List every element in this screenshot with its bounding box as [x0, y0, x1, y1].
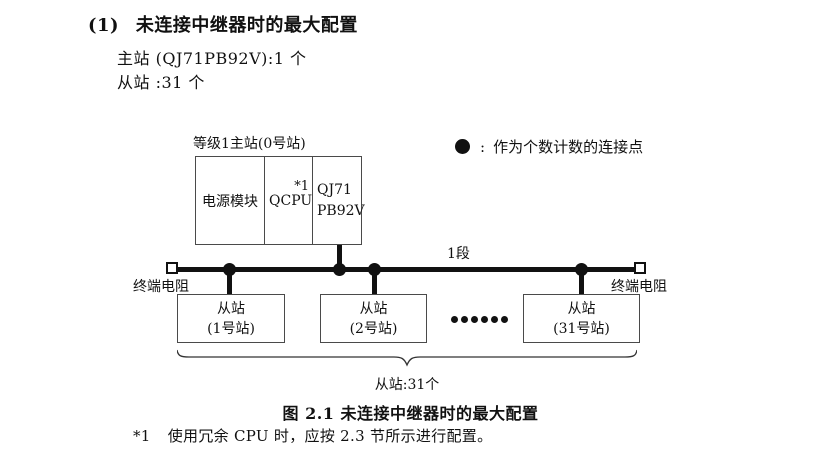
- pb92v-name-line2: PB92V: [317, 202, 365, 219]
- master-count-line: 主站 (QJ71PB92V):1 个: [117, 49, 307, 68]
- master-drop-line: [337, 245, 342, 269]
- terminator-label-left: 终端电阻: [133, 279, 189, 295]
- pb92v-module-cell: QJ71 PB92V: [312, 157, 365, 244]
- slave1-drop-line: [227, 272, 232, 294]
- pb92v-name-line1: QJ71: [317, 181, 352, 198]
- slave1-number: (1号站): [207, 320, 255, 337]
- figure-caption: 图 2.1 未连接中继器时的最大配置: [282, 404, 539, 423]
- power-module-cell: 电源模块: [202, 193, 258, 210]
- segment-label: 1段: [447, 246, 470, 262]
- slave31-number: (31号站): [553, 320, 610, 337]
- connection-dot: [575, 263, 588, 276]
- connection-dot: [368, 263, 381, 276]
- legend-text: 作为个数计数的连接点: [493, 138, 644, 156]
- connection-dot: [333, 263, 346, 276]
- section-heading-text: 未连接中继器时的最大配置: [135, 15, 358, 36]
- brace-label: 从站:31个: [374, 377, 440, 393]
- slave2-number: (2号站): [349, 320, 398, 337]
- slave-count-line: 从站 :31 个: [117, 73, 205, 92]
- cpu-footnote-marker: *1: [294, 179, 309, 194]
- terminator-square-left: [166, 262, 178, 274]
- slave2-drop-line: [372, 272, 377, 294]
- slave2-name: 从站: [359, 300, 388, 317]
- section-heading-number: (1): [88, 15, 120, 36]
- slave1-name: 从站: [217, 300, 245, 317]
- footnote-marker: *1: [133, 427, 151, 445]
- ellipsis-dots: [451, 316, 508, 323]
- master-station-box: 电源模块 *1 QCPU QJ71 PB92V: [195, 156, 365, 245]
- legend: : 作为个数计数的连接点: [455, 136, 643, 157]
- terminator-square-right: [634, 262, 646, 274]
- legend-separator: :: [480, 137, 486, 156]
- connection-dot: [223, 263, 236, 276]
- bus-line: [178, 267, 635, 272]
- footnote-text: 使用冗余 CPU 时，应按 2.3 节所示进行配置。: [167, 427, 493, 445]
- connection-point-icon: [455, 139, 470, 154]
- slave-station-box-31: 从站 (31号站): [523, 294, 640, 343]
- brace: [177, 349, 637, 367]
- slave31-name: 从站: [567, 300, 596, 317]
- cpu-module-cell: *1 QCPU: [264, 157, 312, 244]
- slave-station-box-2: 从站 (2号站): [320, 294, 427, 343]
- cpu-module-name: QCPU: [269, 192, 313, 209]
- slave-station-box-1: 从站 (1号站): [177, 294, 285, 343]
- master-station-label: 等级1主站(0号站): [193, 136, 306, 152]
- section-heading: (1) 未连接中继器时的最大配置: [88, 11, 358, 37]
- slave31-drop-line: [579, 272, 584, 294]
- terminator-label-right: 终端电阻: [611, 279, 667, 295]
- footnote: *1 使用冗余 CPU 时，应按 2.3 节所示进行配置。: [133, 425, 492, 446]
